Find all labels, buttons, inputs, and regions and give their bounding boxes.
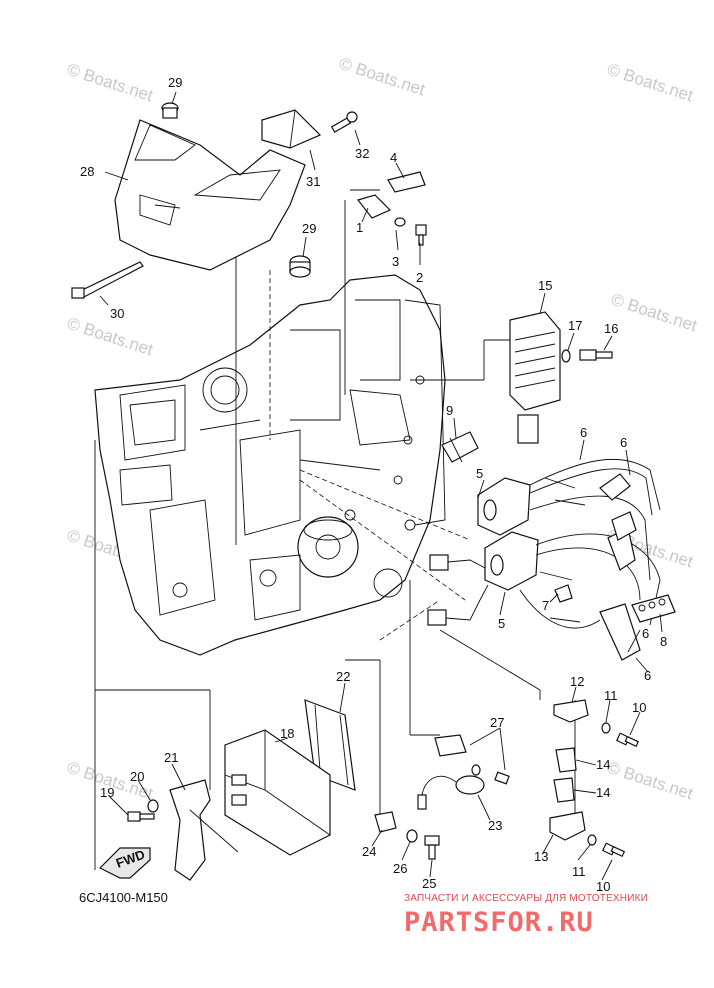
callout-17: 17 bbox=[568, 318, 582, 333]
callout-22: 22 bbox=[336, 669, 350, 684]
callout-6-b: 6 bbox=[620, 435, 627, 450]
callout-31: 31 bbox=[306, 174, 320, 189]
clip-7 bbox=[554, 584, 573, 603]
connectors bbox=[427, 554, 489, 626]
diagram-code: 6CJ4100-M150 bbox=[79, 890, 168, 905]
callout-16: 16 bbox=[604, 321, 618, 336]
callout-6-c: 6 bbox=[642, 626, 649, 641]
callout-10-top: 10 bbox=[632, 700, 646, 715]
callout-3: 3 bbox=[392, 254, 399, 269]
callout-23: 23 bbox=[488, 818, 502, 833]
grommet-29-lower bbox=[289, 255, 311, 278]
washer-20 bbox=[147, 799, 159, 813]
callout-29-lower: 29 bbox=[302, 221, 316, 236]
callout-32: 32 bbox=[355, 146, 369, 161]
grommet-29-top bbox=[161, 102, 179, 119]
watermark-text: © Boats.net bbox=[605, 60, 696, 106]
clamp-24 bbox=[374, 811, 397, 833]
callout-19: 19 bbox=[100, 785, 114, 800]
callout-5-lower: 5 bbox=[498, 616, 505, 631]
bracket-12 bbox=[553, 699, 589, 723]
bracket-21 bbox=[169, 779, 239, 881]
watermark-text: © Boats.net bbox=[605, 758, 696, 804]
bolt-2 bbox=[415, 224, 427, 246]
bracket-31 bbox=[261, 109, 322, 149]
watermark-text: © Boats.net bbox=[609, 290, 700, 336]
ignition-coil-5-upper bbox=[477, 477, 531, 536]
callout-4: 4 bbox=[390, 150, 397, 165]
watermark-text: © Boats.net bbox=[337, 54, 428, 100]
callout-20: 20 bbox=[130, 769, 144, 784]
callout-15: 15 bbox=[538, 278, 552, 293]
knock-sensor-23 bbox=[417, 775, 485, 810]
callout-26: 26 bbox=[393, 861, 407, 876]
engine-block bbox=[94, 274, 446, 656]
callout-27: 27 bbox=[490, 715, 504, 730]
washer-17 bbox=[561, 349, 571, 363]
callout-28: 28 bbox=[80, 164, 94, 179]
callout-29-top: 29 bbox=[168, 75, 182, 90]
holder-8 bbox=[631, 594, 676, 623]
watermark-text: © Boats.net bbox=[65, 60, 156, 106]
callout-30: 30 bbox=[110, 306, 124, 321]
bolt-16 bbox=[579, 349, 613, 361]
clamp-9 bbox=[441, 431, 479, 463]
top-cover bbox=[114, 119, 306, 271]
spark-plug-leads-6 bbox=[519, 458, 661, 661]
leader-lines bbox=[99, 91, 663, 881]
bracket-13 bbox=[549, 811, 586, 841]
rectifier-15 bbox=[509, 311, 561, 444]
callout-5-upper: 5 bbox=[476, 466, 483, 481]
callout-10-bottom: 10 bbox=[596, 879, 610, 894]
bolt-19 bbox=[127, 811, 155, 822]
bracket-1 bbox=[356, 194, 392, 219]
callout-21: 21 bbox=[164, 750, 178, 765]
callout-8: 8 bbox=[660, 634, 667, 649]
ignition-coil-5-lower bbox=[484, 531, 539, 591]
callout-14-upper: 14 bbox=[596, 757, 610, 772]
callout-7: 7 bbox=[542, 598, 549, 613]
callout-6-a: 6 bbox=[580, 425, 587, 440]
bolt-10-bottom bbox=[601, 842, 626, 858]
cable-tie-30 bbox=[71, 261, 144, 299]
brand-tagline: ЗАПЧАСТИ И АКСЕССУАРЫ ДЛЯ МОТОТЕХНИКИ bbox=[404, 893, 649, 904]
bolt-10-top bbox=[615, 732, 640, 748]
callout-2: 2 bbox=[416, 270, 423, 285]
spark-plug-tips bbox=[539, 477, 586, 623]
callout-12: 12 bbox=[570, 674, 584, 689]
sensor-27 bbox=[434, 734, 510, 785]
callout-18: 18 bbox=[280, 726, 294, 741]
callout-11-bottom: 11 bbox=[572, 864, 586, 879]
clip-4 bbox=[387, 171, 426, 193]
callout-6-d: 6 bbox=[644, 668, 651, 683]
callout-11-top: 11 bbox=[604, 688, 618, 703]
clip-14-lower bbox=[553, 777, 575, 803]
callout-14-lower: 14 bbox=[596, 785, 610, 800]
washer-11-top bbox=[601, 722, 611, 734]
bolt-32 bbox=[330, 111, 358, 133]
fwd-arrow: FWD bbox=[98, 847, 151, 879]
callout-9: 9 bbox=[446, 403, 453, 418]
washer-3 bbox=[394, 217, 406, 227]
callout-1: 1 bbox=[356, 220, 363, 235]
callout-25: 25 bbox=[422, 876, 436, 891]
ecm-18 bbox=[224, 729, 331, 856]
brand-logo: PARTSFOR.RU bbox=[404, 907, 594, 938]
callout-13: 13 bbox=[534, 849, 548, 864]
washer-11-bottom bbox=[587, 834, 597, 846]
clip-14-upper bbox=[555, 747, 577, 773]
washer-26 bbox=[406, 829, 418, 843]
callouts: 29 28 32 4 31 1 3 2 29 30 15 17 16 9 6 6… bbox=[80, 75, 667, 894]
bolt-25 bbox=[424, 835, 440, 860]
callout-24: 24 bbox=[362, 844, 376, 859]
